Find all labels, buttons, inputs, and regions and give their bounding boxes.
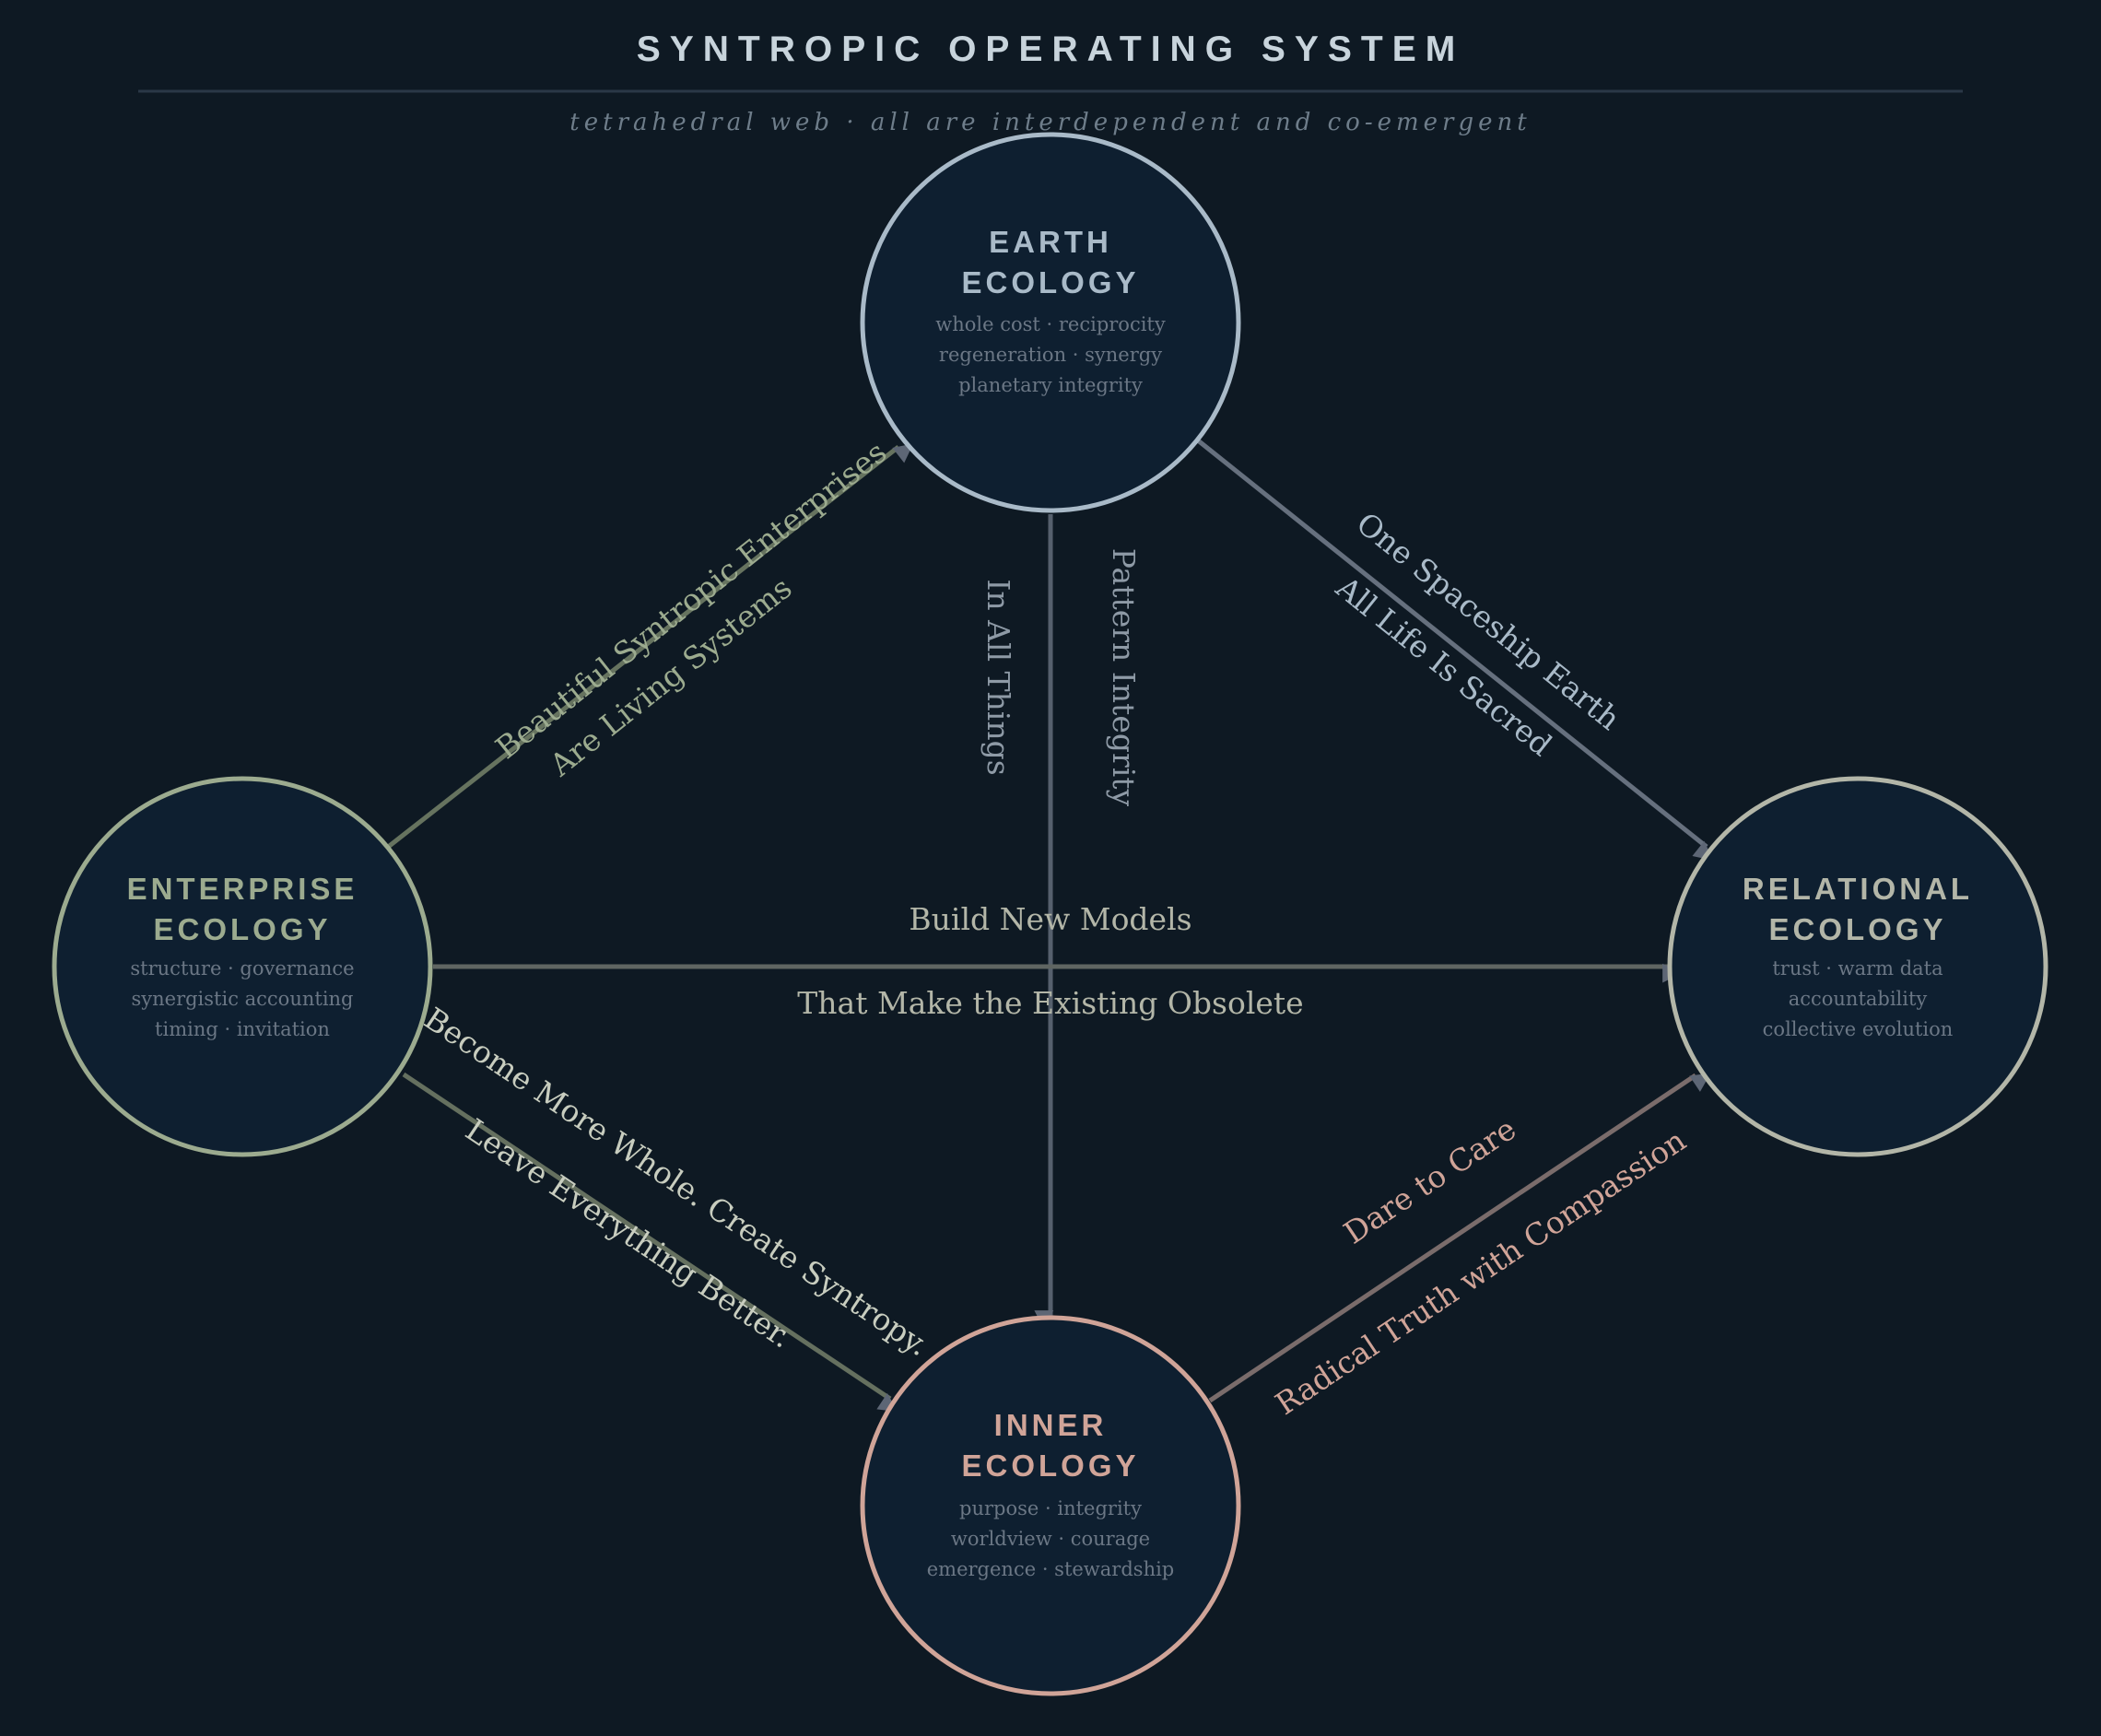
- node-circle: [1667, 776, 2048, 1157]
- edge-label-enterprise-relational-top: Build New Models: [909, 901, 1191, 937]
- node-desc-line3: timing · invitation: [155, 1018, 330, 1040]
- diagram-subtitle: tetrahedral web · all are interdependent…: [569, 109, 1531, 136]
- node-desc-line1: purpose · integrity: [959, 1497, 1142, 1519]
- node-desc-line3: emergence · stewardship: [927, 1558, 1175, 1580]
- node-desc-line1: trust · warm data: [1772, 957, 1943, 979]
- node-relational-ecology[interactable]: RELATIONAL ECOLOGY trust · warm data acc…: [1667, 776, 2048, 1157]
- node-circle: [52, 776, 433, 1157]
- node-desc-line2: worldview · courage: [951, 1528, 1150, 1550]
- edge-label-enterprise-earth-outer: Beautiful Syntropic Enterprises: [488, 434, 893, 766]
- node-name-line2: ECOLOGY: [961, 265, 1139, 299]
- node-name-line1: RELATIONAL: [1743, 872, 1973, 906]
- node-desc-line1: whole cost · reciprocity: [935, 313, 1166, 335]
- node-desc-line2: regeneration · synergy: [939, 344, 1162, 366]
- node-desc-line3: planetary integrity: [958, 374, 1143, 396]
- node-inner-ecology[interactable]: INNER ECOLOGY purpose · integrity worldv…: [860, 1315, 1241, 1696]
- node-name-line2: ECOLOGY: [1768, 912, 1946, 946]
- edge-enterprise-inner: [402, 1072, 898, 1413]
- edge-enterprise-earth: [385, 443, 914, 850]
- node-name-line1: INNER: [994, 1408, 1108, 1442]
- edge-label-enterprise-inner-top: Become More Whole. Create Syntropy.: [418, 1000, 936, 1363]
- edge-label-enterprise-relational-bottom: That Make the Existing Obsolete: [797, 985, 1303, 1021]
- diagram-title: SYNTROPIC OPERATING SYSTEM: [637, 29, 1465, 69]
- edge-inner-relational: [1208, 1073, 1711, 1403]
- node-desc-line2: accountability: [1789, 988, 1928, 1010]
- node-enterprise-ecology[interactable]: ENTERPRISE ECOLOGY structure · governanc…: [52, 776, 433, 1157]
- node-desc-line3: collective evolution: [1763, 1018, 1954, 1040]
- node-name-line2: ECOLOGY: [961, 1449, 1139, 1483]
- node-desc-line2: synergistic accounting: [131, 988, 353, 1010]
- node-name-line1: EARTH: [989, 225, 1112, 259]
- node-circle: [860, 1315, 1241, 1696]
- edge-label-inner-relational-top: Dare to Care: [1337, 1110, 1522, 1250]
- node-name-line1: ENTERPRISE: [127, 872, 358, 906]
- edge-label-earth-inner-left: In All Things: [980, 579, 1016, 775]
- node-earth-ecology[interactable]: EARTH ECOLOGY whole cost · reciprocity r…: [860, 132, 1241, 513]
- node-name-line2: ECOLOGY: [153, 912, 331, 946]
- node-desc-line1: structure · governance: [130, 957, 354, 979]
- edge-earth-relational: [1196, 439, 1714, 861]
- node-circle: [860, 132, 1241, 513]
- edge-label-earth-inner-right: Pattern Integrity: [1106, 548, 1142, 807]
